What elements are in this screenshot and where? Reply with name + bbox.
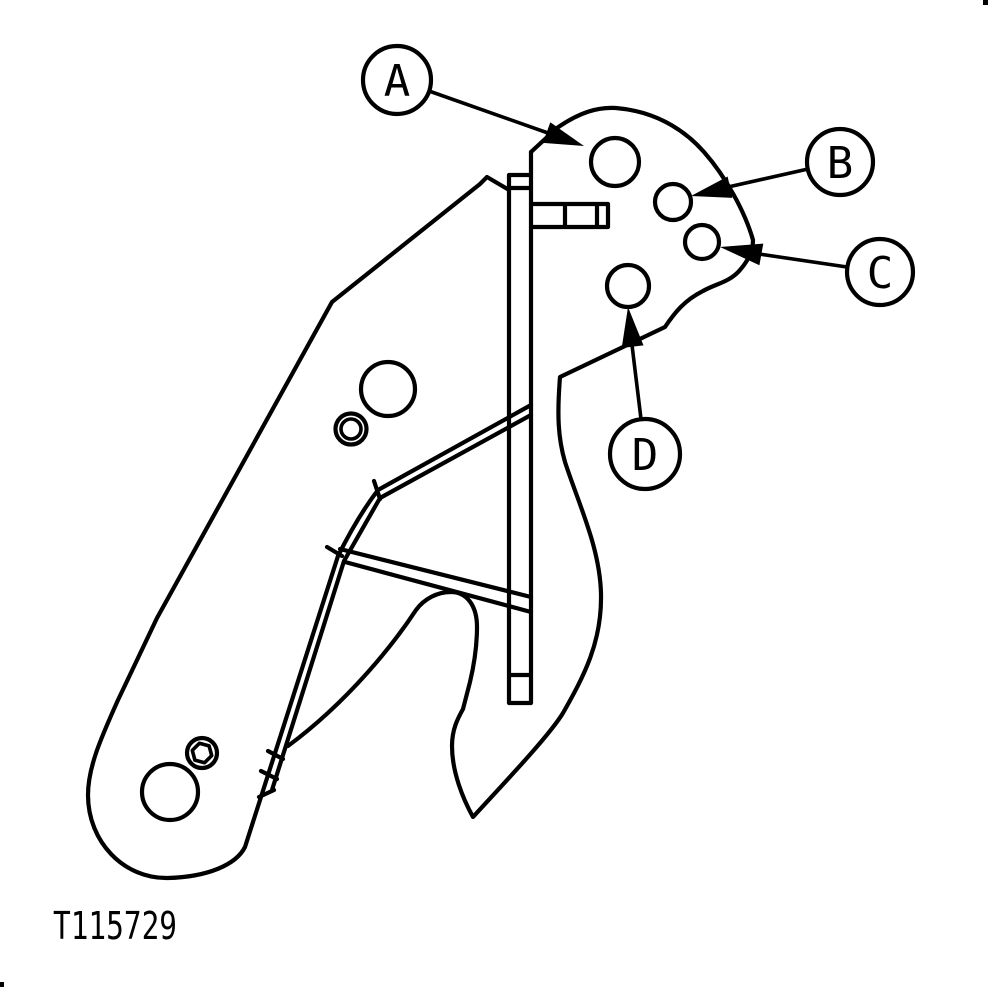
middle-bushing-outer [333,411,369,447]
callout-d: D [607,307,683,492]
lever-arm-outline [85,174,534,881]
callout-d-arrowhead [621,307,644,348]
callout-c-circle [844,236,916,308]
callout-b-circle [804,126,876,198]
middle-bushing-inner [339,417,363,441]
hole-c [682,222,722,262]
part-number-label: T115729 [53,904,177,948]
bottom-nut-hex [190,741,214,765]
callout-d-leader [630,343,643,421]
callout-a-arrowhead [542,122,584,146]
lever-bottom-hole [139,761,201,823]
callout-a-leader [427,89,550,135]
lower-cross-brace [337,546,534,615]
callout-b-label: B [827,138,854,189]
callout-d-circle [607,416,683,492]
lever-middle-hole [358,359,418,419]
callout-c: C [720,236,916,308]
callout-a-label: A [384,56,411,107]
machine-part-drawing [85,105,756,881]
callout-a-circle [360,43,434,117]
pin-stud [528,201,611,230]
scan-artifact-bottom-left [0,982,4,987]
hole-d [604,262,652,310]
flange-bend-ticks [324,478,383,559]
callout-b: B [691,126,876,198]
bottom-nut-outer [184,735,220,771]
vertical-plate [506,149,534,706]
flange-inner-edge [269,412,534,793]
hole-a [588,135,642,189]
callout-c-leader [757,252,849,269]
callout-d-label: D [632,430,659,481]
callout-b-arrowhead [691,176,733,198]
callout-a: A [360,43,584,146]
flange-end-cap [256,748,286,800]
hole-b [652,181,694,223]
head-lobe-outline [285,105,756,820]
callout-c-arrowhead [720,243,764,266]
callout-b-leader [726,167,810,189]
callout-c-label: C [867,248,894,299]
scan-artifact-top-right [983,0,988,5]
